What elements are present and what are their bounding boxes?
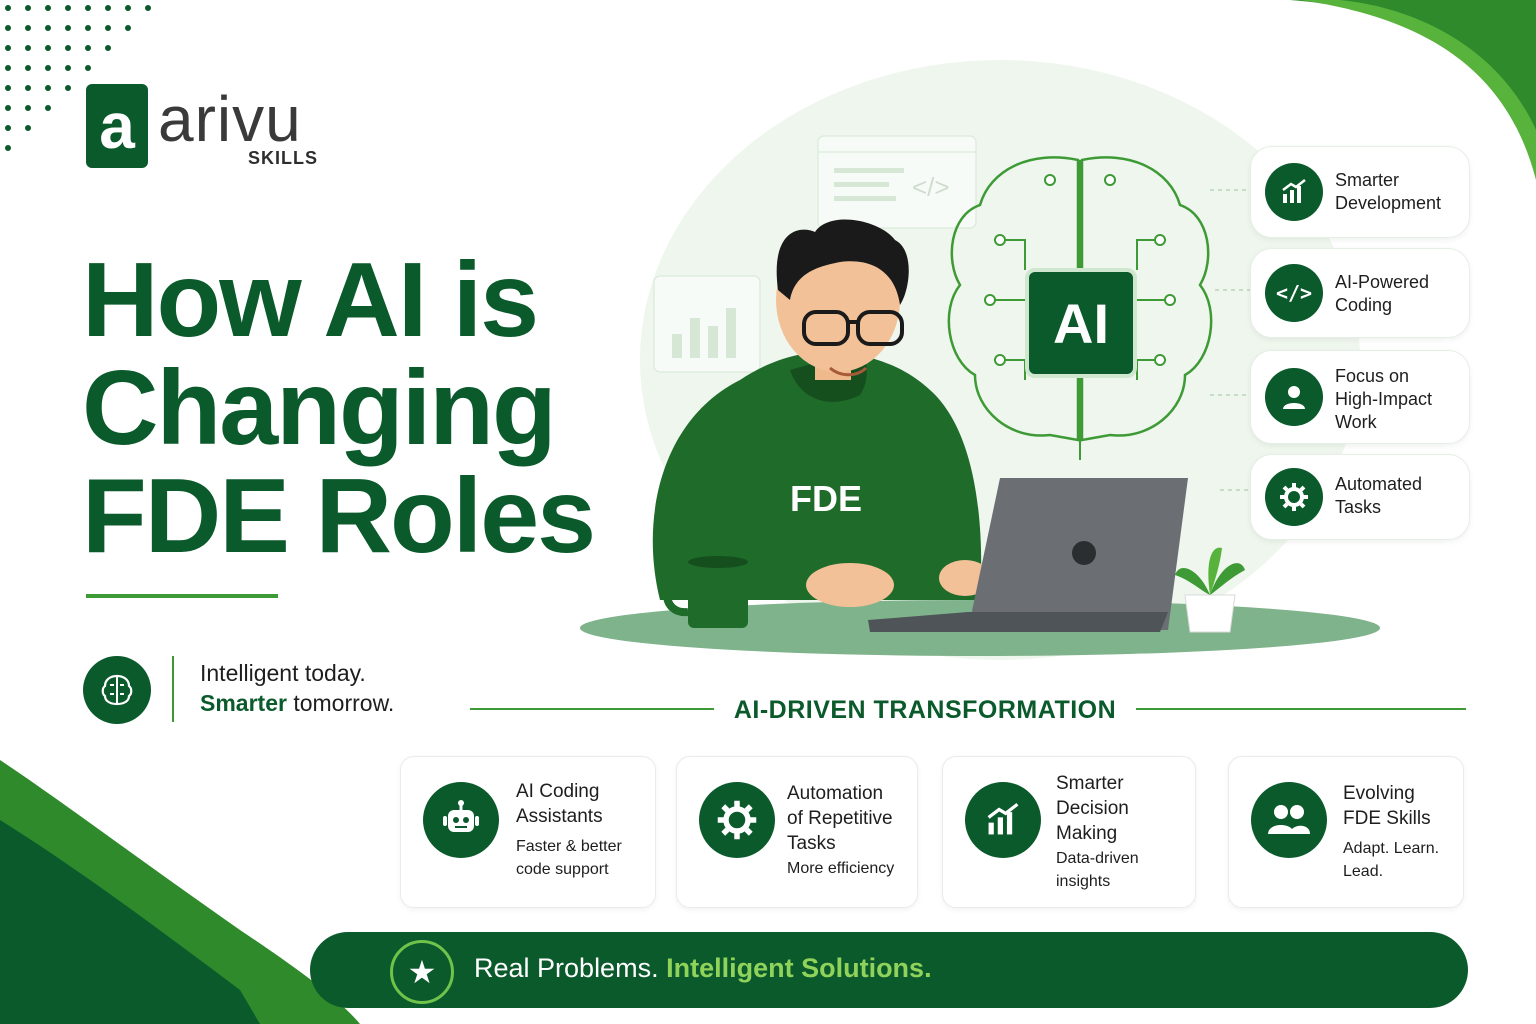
side-card-smarter-development: Smarter Development <box>1250 146 1470 238</box>
feature-subtitle: Data-driven insights <box>1056 847 1139 893</box>
feature-card-fde-skills: Evolving FDE Skills Adapt. Learn. Lead. <box>1228 756 1464 908</box>
code-glyph: </> <box>912 172 950 202</box>
feature-title-line: Automation <box>787 783 884 804</box>
section-rule-left <box>470 708 714 710</box>
feature-title-line: Tasks <box>787 833 836 854</box>
feature-title: Evolving FDE Skills <box>1343 781 1431 831</box>
gear-icon <box>699 782 775 858</box>
feature-title-line: Assistants <box>516 806 603 827</box>
side-card-text: Automated Tasks <box>1335 473 1422 519</box>
feature-title-line: FDE Skills <box>1343 808 1431 829</box>
feature-sub-line: Faster & better <box>516 838 622 855</box>
code-icon: </> <box>1265 264 1323 322</box>
headline-line-1: How AI is <box>82 241 539 359</box>
headline-underline <box>86 594 278 598</box>
team-icon <box>1251 782 1327 858</box>
banner-text-accent: Intelligent Solutions. <box>666 953 932 983</box>
feature-title-line: Evolving <box>1343 783 1415 804</box>
feature-title: Smarter Decision Making <box>1056 771 1129 846</box>
side-card-text: Focus on High-Impact Work <box>1335 365 1432 434</box>
feature-sub-line: Data-driven <box>1056 850 1139 867</box>
side-card-focus-high-impact: Focus on High-Impact Work <box>1250 350 1470 444</box>
banner-text: Real Problems. Intelligent Solutions. <box>474 953 932 984</box>
gear-icon <box>1265 468 1323 526</box>
feature-title-line: of Repetitive <box>787 808 893 829</box>
side-card-ai-powered-coding: </> AI-Powered Coding <box>1250 248 1470 338</box>
headline: How AI is Changing FDE Roles <box>82 246 602 570</box>
tagline-rest: tomorrow. <box>286 690 395 716</box>
side-card-line: Development <box>1335 193 1442 213</box>
person-icon <box>1265 368 1323 426</box>
side-card-line: Smarter <box>1335 170 1400 190</box>
feature-sub-line: Adapt. Learn. <box>1343 840 1440 857</box>
feature-sub-line: More efficiency <box>787 860 895 877</box>
side-card-line: Focus on <box>1335 366 1410 386</box>
growth-chart-icon <box>965 782 1041 858</box>
banner-text-main: Real Problems. <box>474 953 667 983</box>
feature-title: Automation of Repetitive Tasks <box>787 781 893 856</box>
feature-title-line: Decision <box>1056 798 1129 819</box>
growth-chart-icon <box>1265 163 1323 221</box>
feature-subtitle: Adapt. Learn. Lead. <box>1343 837 1439 883</box>
hoodie-label: FDE <box>790 478 862 519</box>
logo-wordmark: arivu <box>158 83 302 155</box>
ai-chip: AI <box>1025 268 1137 378</box>
tagline-accent: Smarter <box>200 690 287 716</box>
logo-subtitle: SKILLS <box>248 148 319 168</box>
robot-icon <box>423 782 499 858</box>
feature-card-decision-making: Smarter Decision Making Data-driven insi… <box>942 756 1196 908</box>
section-rule-right <box>1136 708 1466 710</box>
brain-icon <box>83 656 151 724</box>
side-card-automated-tasks: Automated Tasks <box>1250 454 1470 540</box>
tagline-line-2: Smarter tomorrow. <box>200 690 394 717</box>
star-icon: ★ <box>390 940 454 1004</box>
side-card-line: Work <box>1335 412 1377 432</box>
side-card-line: Automated <box>1335 474 1423 494</box>
logo-mark: a <box>86 84 148 168</box>
feature-title-line: Making <box>1056 823 1118 844</box>
tagline-line-1: Intelligent today. <box>200 660 366 686</box>
feature-card-ai-coding: AI Coding Assistants Faster & better cod… <box>400 756 656 908</box>
headline-line-2: Changing <box>82 349 557 467</box>
feature-subtitle: Faster & better code support <box>516 835 622 881</box>
feature-sub-line: insights <box>1056 873 1111 890</box>
feature-title: AI Coding Assistants <box>516 779 603 829</box>
tagline-divider <box>172 656 174 722</box>
feature-title-line: AI Coding <box>516 781 600 802</box>
side-card-text: Smarter Development <box>1335 169 1441 215</box>
feature-sub-line: code support <box>516 861 609 878</box>
side-card-line: AI-Powered <box>1335 272 1430 292</box>
feature-subtitle: More efficiency <box>787 857 894 880</box>
side-card-line: Tasks <box>1335 497 1382 517</box>
footer-banner <box>310 932 1468 1008</box>
side-card-line: Coding <box>1335 295 1393 315</box>
side-card-text: AI-Powered Coding <box>1335 271 1429 317</box>
side-card-line: High-Impact <box>1335 389 1433 409</box>
feature-sub-line: Lead. <box>1343 863 1384 880</box>
feature-title-line: Smarter <box>1056 773 1124 794</box>
feature-card-automation: Automation of Repetitive Tasks More effi… <box>676 756 918 908</box>
headline-line-3: FDE Roles <box>82 457 596 575</box>
section-title: AI-DRIVEN TRANSFORMATION <box>733 696 1117 724</box>
